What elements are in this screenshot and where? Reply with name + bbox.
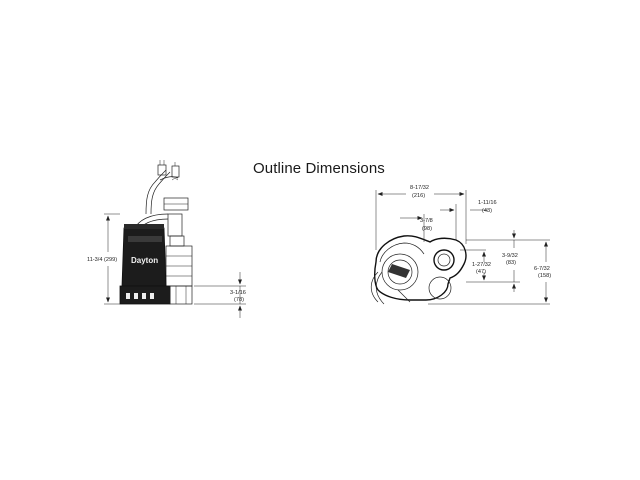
width-dimensions: [375, 190, 488, 250]
height-label: 11-3/4 (299): [87, 257, 117, 263]
mid-depth-mm: (83): [506, 260, 516, 266]
outlet-offset-mm: (43): [482, 208, 492, 214]
outlet-height-dimension: [194, 272, 246, 318]
overall-depth-mm: (158): [538, 273, 551, 279]
top-view: 8-17/32 (216) 1-11/16 (43) 3-7/8 (98) 1-…: [370, 185, 551, 305]
motor-housing: Dayton: [121, 224, 167, 287]
center-offset-label: 3-7/8: [420, 218, 433, 224]
depth-dimensions: [428, 230, 550, 305]
center-offset-mm: (98): [422, 226, 432, 232]
brand-label: Dayton: [131, 256, 158, 265]
outlet-height-mm: (78): [234, 297, 244, 303]
outlet-offset-label: 1-11/16: [478, 200, 497, 206]
width-mm: (216): [412, 193, 425, 199]
small-depth-label: 1-27/32: [472, 262, 491, 268]
width-label: 8-17/32: [410, 185, 429, 191]
power-cord: [145, 160, 180, 215]
mid-depth-label: 3-9/32: [502, 253, 518, 259]
height-dimension: [104, 213, 120, 305]
small-depth-mm: (47): [476, 269, 486, 275]
overall-depth-label: 6-7/32: [534, 266, 550, 272]
side-view: Dayton 11-3/4 (299) 3-1: [87, 160, 246, 318]
pump-base: [119, 285, 193, 305]
page-title: Outline Dimensions: [253, 160, 385, 177]
top-view-body: [370, 235, 467, 305]
outlet-height-label: 3-1/16: [230, 290, 246, 296]
